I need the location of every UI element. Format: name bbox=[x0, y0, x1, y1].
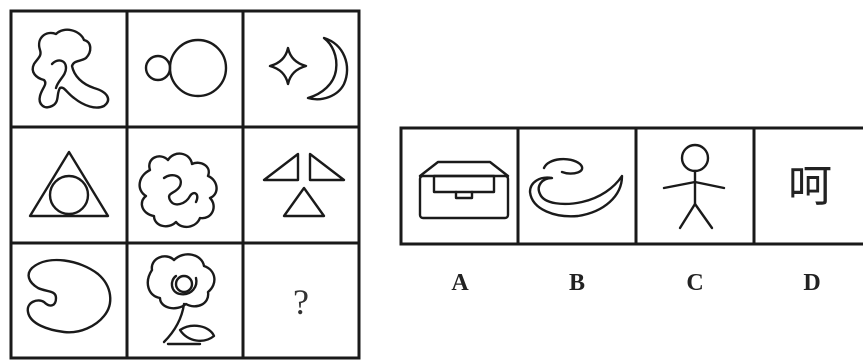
cell-5-squiggle-icon bbox=[140, 154, 217, 227]
cell-2-circles-icon bbox=[146, 40, 226, 96]
option-c-stick-figure-icon[interactable] bbox=[664, 145, 724, 228]
option-a-label[interactable]: A bbox=[451, 270, 469, 296]
cell-1-blob-icon bbox=[33, 30, 108, 108]
option-a-box-icon[interactable] bbox=[420, 162, 508, 218]
option-d-label[interactable]: D bbox=[803, 270, 820, 296]
cell-8-rose-icon bbox=[148, 254, 215, 344]
cell-4-triangle-circle-icon bbox=[30, 152, 108, 216]
cell-3-star-moon-icon bbox=[270, 38, 347, 99]
cell-6-triangles-icon bbox=[264, 154, 344, 216]
cell-7-closed-curve-icon bbox=[28, 260, 110, 332]
option-c-label[interactable]: C bbox=[686, 270, 703, 296]
option-d-chinese-character[interactable]: 呵 bbox=[788, 161, 832, 212]
question-mark: ? bbox=[293, 282, 309, 322]
option-b-label[interactable]: B bbox=[569, 270, 585, 296]
option-b-swirl-wave-icon[interactable] bbox=[530, 159, 622, 216]
